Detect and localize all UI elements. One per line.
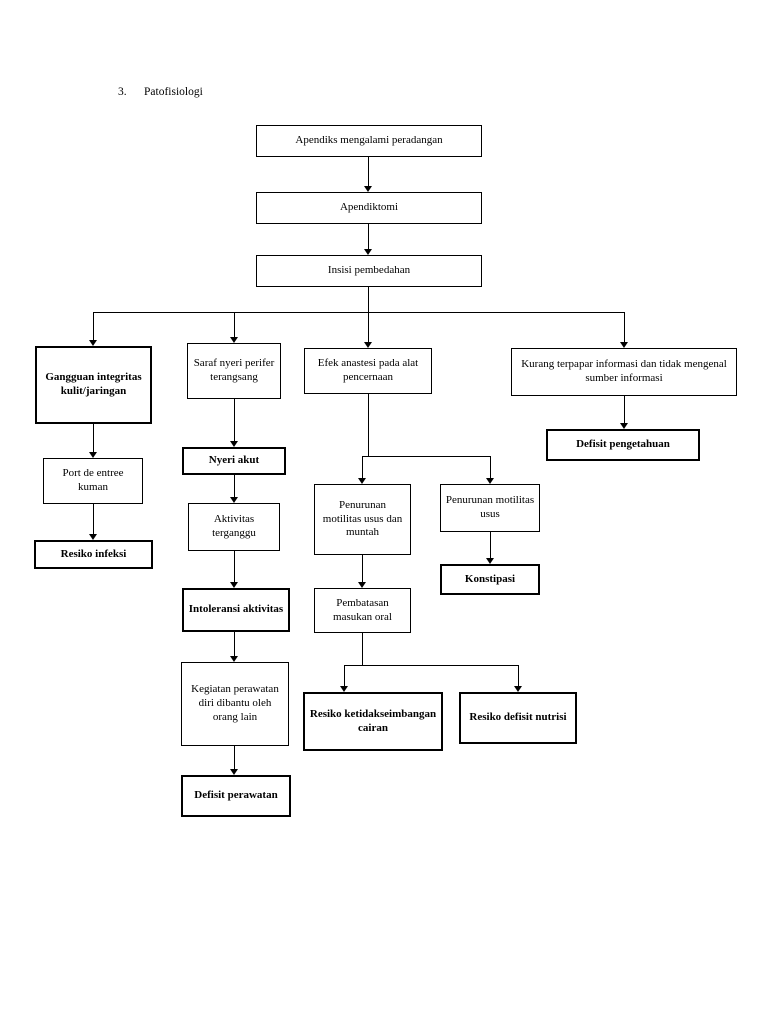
node-efek-anastesi[interactable]: Efek anastesi pada alat pencernaan bbox=[304, 348, 432, 394]
edge-apendiktomi-to-insisi bbox=[368, 224, 369, 249]
arrowhead bbox=[486, 478, 494, 484]
arrowhead bbox=[364, 249, 372, 255]
node-port-de-entree-kuman[interactable]: Port de entree kuman bbox=[43, 458, 143, 504]
arrowhead bbox=[230, 582, 238, 588]
edge-efek-to-split bbox=[368, 394, 369, 456]
edge-kurang-informasi-to-defisit-pengetahuan bbox=[624, 396, 625, 423]
node-saraf-nyeri-perifer[interactable]: Saraf nyeri perifer terangsang bbox=[187, 343, 281, 399]
edge-split-horizontal bbox=[362, 456, 490, 457]
arrowhead bbox=[230, 337, 238, 343]
edge-bus-to-kurang-informasi bbox=[624, 312, 625, 342]
node-kurang-terpapar-informasi[interactable]: Kurang terpapar informasi dan tidak meng… bbox=[511, 348, 737, 396]
edge-bus-horizontal bbox=[93, 312, 624, 313]
node-kegiatan-perawatan-diri[interactable]: Kegiatan perawatan diri dibantu oleh ora… bbox=[181, 662, 289, 746]
edge-bus-to-efek-anastesi bbox=[368, 312, 369, 342]
node-pembatasan-masukan-oral[interactable]: Pembatasan masukan oral bbox=[314, 588, 411, 633]
edge-split2-to-resiko-cairan bbox=[344, 665, 345, 686]
node-penurunan-motilitas-usus[interactable]: Penurunan motilitas usus bbox=[440, 484, 540, 532]
edge-bus-to-saraf bbox=[234, 312, 235, 337]
node-apendiks-peradangan[interactable]: Apendiks mengalami peradangan bbox=[256, 125, 482, 157]
arrowhead bbox=[514, 686, 522, 692]
edge-apendiks-to-apendiktomi bbox=[368, 157, 369, 186]
edge-saraf-to-nyeri bbox=[234, 399, 235, 441]
edge-split2-to-resiko-nutrisi bbox=[518, 665, 519, 686]
node-nyeri-akut[interactable]: Nyeri akut bbox=[182, 447, 286, 475]
arrowhead bbox=[358, 478, 366, 484]
edge-bus-to-gangguan bbox=[93, 312, 94, 340]
edge-gangguan-to-port bbox=[93, 424, 94, 452]
edge-split2-horizontal bbox=[344, 665, 519, 666]
node-penurunan-motilitas-muntah[interactable]: Penurunan motilitas usus dan muntah bbox=[314, 484, 411, 555]
arrowhead bbox=[230, 656, 238, 662]
heading-number: 3. bbox=[118, 86, 127, 98]
edge-penurunan-to-pembatasan bbox=[362, 555, 363, 582]
arrowhead bbox=[230, 769, 238, 775]
arrowhead bbox=[89, 452, 97, 458]
node-apendiktomi[interactable]: Apendiktomi bbox=[256, 192, 482, 224]
arrowhead bbox=[230, 441, 238, 447]
edge-intoleransi-to-kegiatan bbox=[234, 632, 235, 656]
node-resiko-ketidakseimbangan-cairan[interactable]: Resiko ketidakseimbangan cairan bbox=[303, 692, 443, 751]
edge-port-to-resiko-infeksi bbox=[93, 504, 94, 534]
arrowhead bbox=[89, 340, 97, 346]
edge-kegiatan-to-defisit-perawatan bbox=[234, 746, 235, 769]
section-heading: 3. Patofisiologi bbox=[118, 86, 203, 98]
edge-nyeri-to-aktivitas bbox=[234, 475, 235, 497]
node-insisi-pembedahan[interactable]: Insisi pembedahan bbox=[256, 255, 482, 287]
edge-insisi-to-bus bbox=[368, 287, 369, 312]
arrowhead bbox=[89, 534, 97, 540]
node-resiko-infeksi[interactable]: Resiko infeksi bbox=[34, 540, 153, 569]
arrowhead bbox=[340, 686, 348, 692]
arrowhead bbox=[230, 497, 238, 503]
node-aktivitas-terganggu[interactable]: Aktivitas terganggu bbox=[188, 503, 280, 551]
edge-pembatasan-to-split bbox=[362, 633, 363, 665]
edge-aktivitas-to-intoleransi bbox=[234, 551, 235, 582]
arrowhead bbox=[364, 186, 372, 192]
arrowhead bbox=[620, 423, 628, 429]
node-resiko-defisit-nutrisi[interactable]: Resiko defisit nutrisi bbox=[459, 692, 577, 744]
arrowhead bbox=[486, 558, 494, 564]
edge-split-to-penurunan-muntah bbox=[362, 456, 363, 478]
edge-penurunan-usus-to-konstipasi bbox=[490, 532, 491, 558]
arrowhead bbox=[364, 342, 372, 348]
node-gangguan-integritas[interactable]: Gangguan integritas kulit/jaringan bbox=[35, 346, 152, 424]
node-konstipasi[interactable]: Konstipasi bbox=[440, 564, 540, 595]
arrowhead bbox=[358, 582, 366, 588]
heading-text: Patofisiologi bbox=[144, 86, 203, 98]
node-defisit-perawatan[interactable]: Defisit perawatan bbox=[181, 775, 291, 817]
arrowhead bbox=[620, 342, 628, 348]
edge-split-to-penurunan-usus bbox=[490, 456, 491, 478]
node-intoleransi-aktivitas[interactable]: Intoleransi aktivitas bbox=[182, 588, 290, 632]
node-defisit-pengetahuan[interactable]: Defisit pengetahuan bbox=[546, 429, 700, 461]
